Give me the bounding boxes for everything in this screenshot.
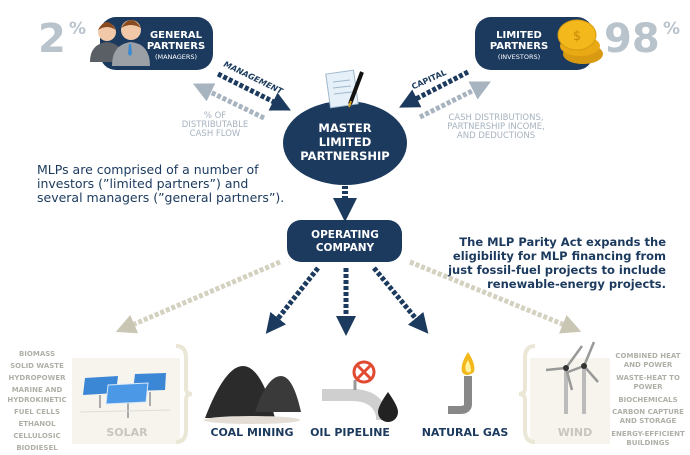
left-brace <box>175 344 193 444</box>
svg-text:WASTE-HEAT TO: WASTE-HEAT TO <box>616 374 680 382</box>
svg-text:HYDROKINETIC: HYDROKINETIC <box>7 396 66 404</box>
svg-text:LIMITED: LIMITED <box>496 30 542 41</box>
cash-flow-arrow <box>192 83 266 121</box>
svg-text:(INVESTORS): (INVESTORS) <box>498 53 540 61</box>
left-renewable-list: BIOMASS SOLID WASTE HYDROPOWER MARINE AN… <box>7 350 66 452</box>
distributions-arrow <box>418 81 491 120</box>
svg-text:just fossil-fuel projects to i: just fossil-fuel projects to include <box>447 263 666 277</box>
svg-text:AND DEDUCTIONS: AND DEDUCTIONS <box>457 131 535 141</box>
svg-text:ETHANOL: ETHANOL <box>18 420 56 428</box>
svg-text:investors (”limited partners”): investors (”limited partners”) and <box>37 176 248 191</box>
svg-text:DISTRIBUTABLE: DISTRIBUTABLE <box>182 120 248 130</box>
svg-text:CASH FLOW: CASH FLOW <box>190 129 241 139</box>
gas-flame-icon <box>448 352 475 414</box>
svg-text:AND POWER: AND POWER <box>624 361 673 369</box>
svg-text:(MANAGERS): (MANAGERS) <box>155 53 197 61</box>
svg-text:renewable-energy projects.: renewable-energy projects. <box>487 277 666 291</box>
svg-text:LIMITED: LIMITED <box>319 135 372 149</box>
svg-text:PARTNERS: PARTNERS <box>490 41 548 52</box>
svg-text:OPERATING: OPERATING <box>311 229 379 241</box>
arrow-to-coal <box>265 266 320 334</box>
svg-text:%: % <box>663 19 680 39</box>
sector-label-wind: WIND <box>558 426 593 439</box>
svg-text:PARTNERSHIP: PARTNERSHIP <box>300 149 389 163</box>
arrow-to-gas <box>372 266 429 334</box>
svg-text:%: % <box>69 19 86 39</box>
svg-text:POWER: POWER <box>634 383 664 391</box>
svg-text:% OF: % OF <box>204 111 226 121</box>
svg-text:$: $ <box>573 29 581 44</box>
svg-text:SOLID WASTE: SOLID WASTE <box>10 362 64 370</box>
right-renewable-list: COMBINED HEAT AND POWER WASTE-HEAT TO PO… <box>611 352 685 447</box>
svg-text:several managers (”general par: several managers (”general partners”). <box>37 190 284 205</box>
parity-act-note: The MLP Parity Act expands the eligibili… <box>447 235 666 291</box>
limited-partners-percent: 98 % <box>604 16 680 62</box>
sector-label-gas: NATURAL GAS <box>422 426 509 439</box>
wind-turbine-icon <box>545 341 599 414</box>
svg-text:The MLP Parity Act expands the: The MLP Parity Act expands the <box>459 235 666 249</box>
svg-text:BUILDINGS: BUILDINGS <box>626 439 669 447</box>
svg-text:COMPANY: COMPANY <box>316 242 375 254</box>
svg-text:BIOMASS: BIOMASS <box>19 350 55 358</box>
svg-text:GENERAL: GENERAL <box>150 30 203 41</box>
people-icon <box>90 20 150 66</box>
mlp-note: MLPs are comprised of a number of invest… <box>37 162 284 205</box>
right-brace <box>518 344 536 444</box>
svg-text:FUEL CELLS: FUEL CELLS <box>14 408 60 416</box>
svg-text:PARTNERSHIP INCOME,: PARTNERSHIP INCOME, <box>447 122 545 132</box>
svg-text:eligibility for MLP financing: eligibility for MLP financing from <box>453 249 666 263</box>
svg-text:CARBON CAPTURE: CARBON CAPTURE <box>612 408 684 416</box>
operating-company: OPERATING COMPANY <box>287 220 402 262</box>
svg-text:2: 2 <box>38 16 66 62</box>
general-partners-percent: 2 % <box>38 16 86 62</box>
svg-text:CASH DISTRIBUTIONS,: CASH DISTRIBUTIONS, <box>448 113 543 123</box>
sector-label-coal: COAL MINING <box>210 426 293 439</box>
coal-pile-icon <box>204 366 301 424</box>
sector-label-oil: OIL PIPELINE <box>310 426 390 439</box>
svg-text:MARINE AND: MARINE AND <box>12 386 63 394</box>
arrow-to-wind <box>409 259 582 334</box>
svg-text:MASTER: MASTER <box>318 121 371 135</box>
document-pen-icon <box>325 69 364 109</box>
svg-text:COMBINED HEAT: COMBINED HEAT <box>615 352 680 360</box>
capital-arrow <box>399 69 470 108</box>
cash-flow-label: % OF DISTRIBUTABLE CASH FLOW <box>182 111 248 139</box>
limited-partners-box: LIMITED PARTNERS (INVESTORS) $ <box>475 17 603 70</box>
solar-panel-icon <box>79 373 171 418</box>
svg-text:BIODIESEL: BIODIESEL <box>16 444 58 452</box>
svg-text:98: 98 <box>604 16 660 62</box>
master-limited-partnership: MASTER LIMITED PARTNERSHIP <box>283 69 407 185</box>
svg-text:MLPs are comprised of a number: MLPs are comprised of a number of <box>37 162 259 177</box>
sector-label-solar: SOLAR <box>106 426 148 439</box>
general-partners-box: GENERAL PARTNERS (MANAGERS) <box>90 17 213 70</box>
svg-text:HYDROPOWER: HYDROPOWER <box>8 374 66 382</box>
svg-text:AND STORAGE: AND STORAGE <box>620 417 677 425</box>
svg-text:PARTNERS: PARTNERS <box>147 41 205 52</box>
svg-text:CELLULOSIC: CELLULOSIC <box>13 432 60 440</box>
oil-pipeline-icon <box>322 360 398 422</box>
arrow-to-solar <box>115 259 281 334</box>
gold-coins-icon: $ <box>557 19 603 64</box>
svg-text:BIOCHEMICALS: BIOCHEMICALS <box>618 396 677 404</box>
svg-text:ENERGY-EFFICIENT: ENERGY-EFFICIENT <box>611 430 685 438</box>
distributions-label: CASH DISTRIBUTIONS, PARTNERSHIP INCOME, … <box>447 113 545 141</box>
